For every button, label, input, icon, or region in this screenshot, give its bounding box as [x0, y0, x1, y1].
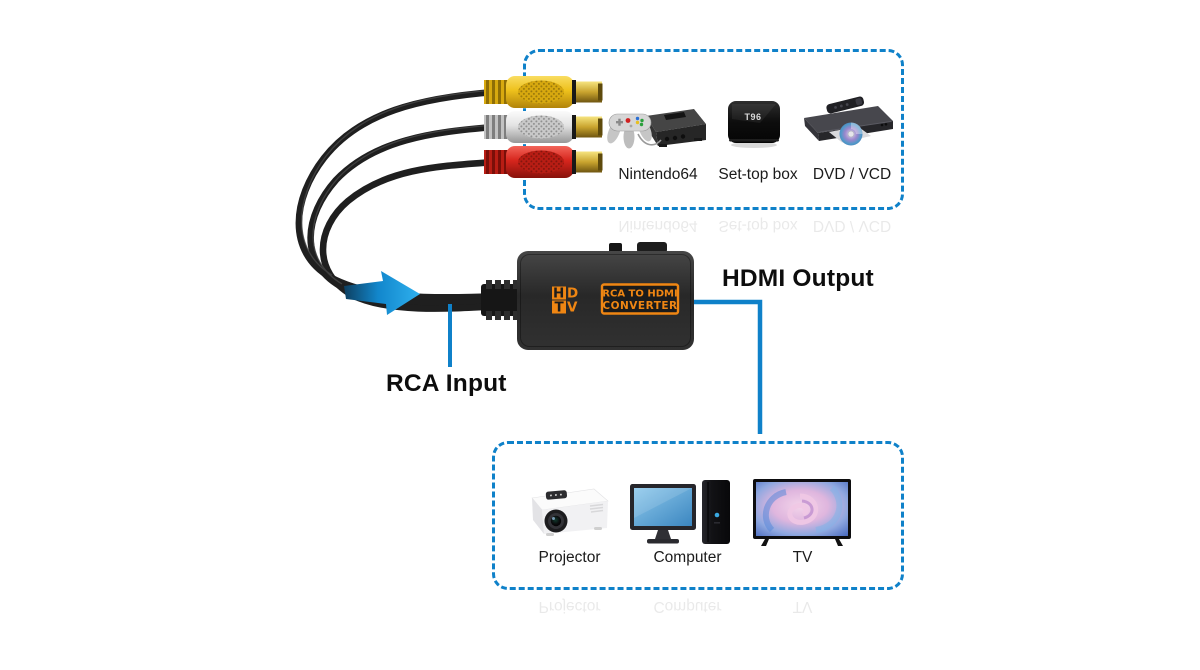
converter-device: H D T V RCA TO HDMI CONVERTER [517, 242, 694, 350]
logo-letter-h: H [553, 286, 564, 302]
source-box-reflection: Nintendo64 Set-top box DVD / VCD [0, 212, 1200, 234]
reflection-label: Nintendo64 [618, 217, 698, 234]
cable-highlight [301, 89, 495, 285]
direction-arrow-icon [344, 271, 420, 315]
output-devices-box [492, 441, 904, 590]
n64-console-icon [607, 109, 706, 149]
dvd-vcd-label: DVD / VCD [812, 166, 892, 183]
reflection-label: Set-top box [718, 217, 798, 234]
reflection-label: TV [792, 598, 813, 615]
hdmi-output-label: HDMI Output [722, 265, 874, 292]
computer-icon [630, 480, 730, 544]
converter-label-line1: RCA TO HDMI [602, 289, 677, 300]
hdmi-output-line [694, 299, 763, 434]
projector-icon [531, 488, 609, 536]
converter-label-line2: CONVERTER [602, 300, 677, 312]
set-top-box-badge: T96 [744, 112, 761, 122]
nintendo64-label: Nintendo64 [618, 166, 698, 183]
rca-input-label: RCA Input [386, 370, 507, 397]
reflection-label: DVD / VCD [812, 217, 892, 234]
reflection-label: Computer [653, 598, 722, 615]
dvd-player-icon [804, 96, 893, 146]
output-box-reflection: Projector Computer TV [0, 593, 1200, 615]
tv-icon [753, 479, 851, 546]
logo-letter-d: D [567, 286, 578, 302]
logo-letter-t: T [555, 300, 565, 316]
computer-label: Computer [653, 549, 722, 566]
projector-label: Projector [538, 549, 601, 566]
converter-logo: H D T V RCA TO HDMI CONVERTER [552, 283, 680, 316]
tv-label: TV [792, 549, 813, 566]
set-top-box-label: Set-top box [718, 166, 798, 183]
reflection-label: Projector [538, 598, 601, 615]
logo-letter-v: V [567, 300, 578, 316]
set-top-box-icon: T96 [728, 101, 780, 148]
converter-strain-relief [481, 280, 523, 320]
rca-cable [295, 88, 504, 312]
